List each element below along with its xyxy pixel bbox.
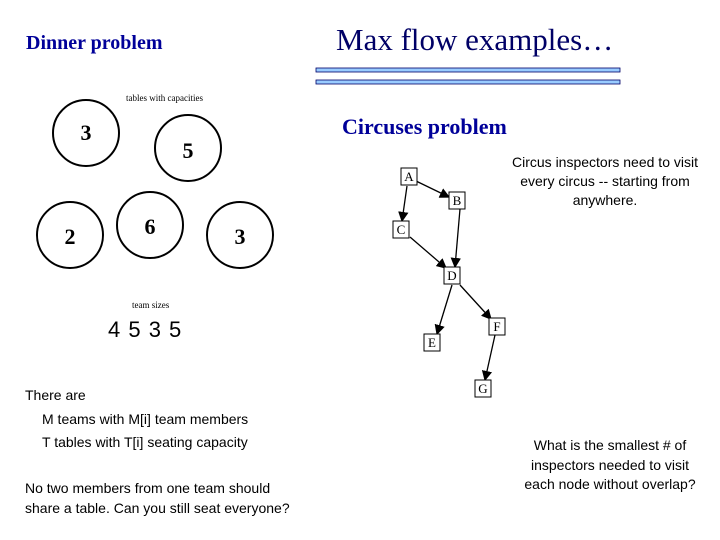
var-t-i: T[i] <box>123 434 144 450</box>
circus-node-c: C <box>392 220 410 239</box>
team-sizes: 4 5 3 5 <box>108 317 182 342</box>
var-t: T <box>42 434 51 450</box>
desc-line-3-text: tables with <box>50 434 124 450</box>
edge-a-c <box>398 185 409 223</box>
table-label-5: 3 <box>235 224 246 249</box>
edge-a-b <box>415 180 451 198</box>
node-label-d: D <box>447 268 456 283</box>
table-circle-3: 2 <box>36 201 104 269</box>
circus-graph-edges <box>398 180 496 382</box>
question-line-2: share a table. Can you still seat everyo… <box>25 500 290 516</box>
node-label-e: E <box>428 335 436 350</box>
node-label-b: B <box>453 193 462 208</box>
question-line-1: No two members from one team should <box>25 480 271 496</box>
desc-line-1: There are <box>25 387 86 403</box>
table-label-4: 6 <box>145 214 156 239</box>
dinner-question: No two members from one team should shar… <box>25 478 290 518</box>
title-divider <box>315 67 621 85</box>
edge-c-d <box>409 236 447 269</box>
edge-d-e <box>434 284 453 336</box>
circus-node-e: E <box>423 333 441 352</box>
team-sizes-caption: team sizes <box>132 300 170 310</box>
desc-line-2-end: team members <box>150 410 249 427</box>
node-label-g: G <box>478 381 487 396</box>
table-label-3: 2 <box>65 224 76 249</box>
circus-node-b: B <box>448 191 466 210</box>
circus-heading: Circuses problem <box>342 114 507 139</box>
var-m: M <box>42 410 54 427</box>
circus-node-d: D <box>443 266 461 285</box>
table-circle-4: 6 <box>116 191 184 259</box>
circus-node-g: G <box>474 379 492 398</box>
node-label-f: F <box>493 319 500 334</box>
dinner-heading: Dinner problem <box>26 32 163 54</box>
table-circle-5: 3 <box>206 201 274 269</box>
circus-node-a: A <box>400 167 418 186</box>
edge-f-g <box>481 334 496 382</box>
table-circle-1: 3 <box>52 99 120 167</box>
desc-line-2: M teams with M[i] team members <box>25 408 248 432</box>
table-circle-2: 5 <box>154 114 222 182</box>
inspectors-note: Circus inspectors need to visit every ci… <box>512 154 698 208</box>
edge-d-f <box>459 284 492 320</box>
circus-node-f: F <box>488 317 506 336</box>
table-label-2: 5 <box>183 138 194 163</box>
dinner-description: There are M teams with M[i] team members… <box>25 384 248 455</box>
desc-line-3-end: seating capacity <box>143 434 248 450</box>
node-label-c: C <box>397 222 406 237</box>
circus-question: What is the smallest # of inspectors nee… <box>524 437 696 492</box>
edge-b-d <box>450 208 461 269</box>
table-label-1: 3 <box>81 120 92 145</box>
tables-caption: tables with capacities <box>126 93 203 103</box>
desc-line-3: T tables with T[i] seating capacity <box>25 431 248 455</box>
var-m-i: M[i] <box>128 410 151 427</box>
slide-title: Max flow examples… <box>336 22 614 57</box>
node-label-a: A <box>404 169 414 184</box>
desc-line-2-text: teams with <box>53 410 129 427</box>
